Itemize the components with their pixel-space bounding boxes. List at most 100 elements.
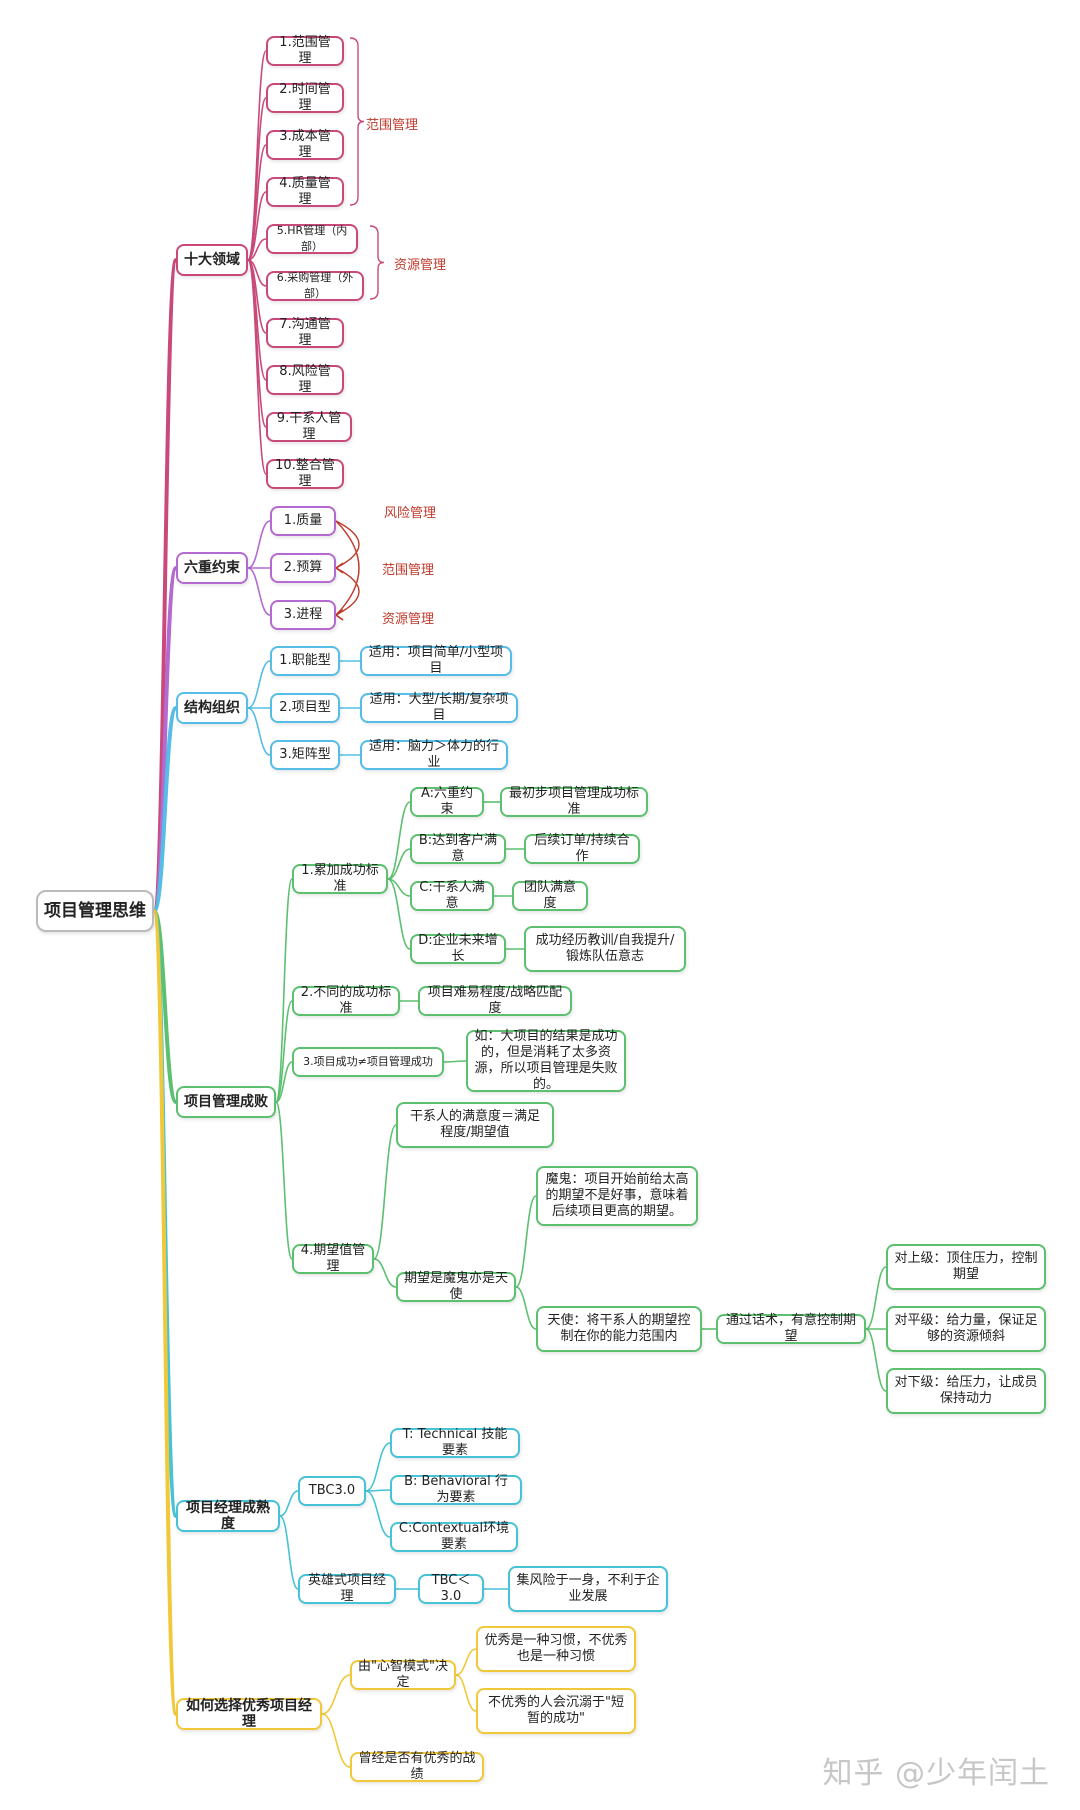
branch-select-pm[interactable]: 如何选择优秀项目经理 [176,1698,322,1730]
expectation-level[interactable]: 对下级：给压力，让成员保持动力 [886,1368,1046,1414]
connector [387,801,411,880]
project-vs-pm-success-note[interactable]: 如：大项目的结果是成功的，但是消耗了太多资源，所以项目管理是失败的。 [466,1029,626,1092]
connector [247,520,271,569]
track-record-node[interactable]: 曾经是否有优秀的战绩 [350,1751,484,1782]
area-item[interactable]: 6.采购管理（外部） [266,271,364,301]
project-vs-pm-success-node[interactable]: 3.项目成功≠项目管理成功 [292,1047,444,1077]
connector [279,1490,299,1517]
connector [152,258,178,913]
tbc-item[interactable]: B: Behavioral 行为要素 [390,1474,522,1505]
control-expectation-node[interactable]: 通过话术，有意控制期望 [716,1313,866,1344]
org-type[interactable]: 1.职能型 [270,646,340,676]
hero-note[interactable]: 集风险于一身，不利于企业发展 [508,1566,668,1612]
connector [247,259,267,381]
criteria-note[interactable]: 最初步项目管理成功标准 [500,786,648,817]
mindset-note[interactable]: 不优秀的人会沉溺于"短暂的成功" [476,1688,636,1734]
connector [152,909,178,1518]
criteria-sub[interactable]: C:干系人满意 [410,880,494,911]
hero-tbc-node[interactable]: TBC＜3.0 [418,1573,484,1604]
area-item[interactable]: 8.风险管理 [266,364,344,395]
criteria-note[interactable]: 后续订单/持续合作 [524,833,640,864]
branch-org-structure[interactable]: 结构组织 [176,692,248,724]
connector [152,706,178,913]
branch-success-failure[interactable]: 项目管理成败 [176,1086,276,1118]
connector [373,1124,397,1260]
expectation-level[interactable]: 对平级：给力量，保证足够的资源倾斜 [886,1306,1046,1352]
connector [247,259,267,475]
connector [247,50,267,261]
expectation-level[interactable]: 对上级：顶住压力，控制期望 [886,1244,1046,1290]
tbc-item[interactable]: C:Contextual环境要素 [390,1521,518,1552]
org-note[interactable]: 适用：脑力＞体力的行业 [360,739,508,770]
connector [443,1060,467,1063]
constraint-arrow [334,609,344,621]
connector [247,191,267,261]
area-item[interactable]: 10.整合管理 [266,458,344,489]
devil-note[interactable]: 魔鬼：项目开始前给太高的期望不是好事，意味着后续项目更高的期望。 [536,1166,698,1226]
constraint-item[interactable]: 1.质量 [270,506,336,536]
area-item[interactable]: 1.范围管理 [266,35,344,66]
constraint-item[interactable]: 3.进程 [270,600,336,630]
connector [321,1674,351,1715]
tbc-item[interactable]: T: Technical 技能要素 [390,1427,520,1458]
area-item[interactable]: 2.时间管理 [266,82,344,113]
satisfaction-formula[interactable]: 干系人的满意度＝满足程度/期望值 [396,1102,554,1148]
connector [387,878,411,950]
mindset-note[interactable]: 优秀是一种习惯，不优秀也是一种习惯 [476,1626,636,1672]
area-item[interactable]: 4.质量管理 [266,176,344,207]
angel-note[interactable]: 天使：将干系人的期望控制在你的能力范围内 [536,1306,702,1352]
branch-six-constraints[interactable]: 六重约束 [176,552,248,584]
connector [865,1266,887,1330]
branch-pm-maturity[interactable]: 项目经理成熟度 [176,1500,280,1532]
connector [365,1442,391,1492]
expectation-mgmt-node[interactable]: 4.期望值管理 [292,1243,374,1274]
area-item[interactable]: 9.干系人管理 [266,411,352,442]
criteria-sub[interactable]: D:企业未来增长 [410,933,506,964]
area-item[interactable]: 5.HR管理（内部） [266,224,358,254]
group-brace [349,37,365,206]
criteria-sub[interactable]: A:六重约束 [410,786,484,817]
group-label-resource: 资源管理 [394,258,447,273]
connector [247,259,267,334]
mindset-node[interactable]: 由"心智模式"决定 [350,1659,456,1690]
connector [247,144,267,261]
hero-pm-node[interactable]: 英雄式项目经理 [298,1573,396,1604]
connector [152,909,178,1716]
constraint-item[interactable]: 2.预算 [270,553,336,583]
org-type[interactable]: 3.矩阵型 [270,740,340,770]
constraint-arc [335,567,360,616]
constraint-tag-scope: 范围管理 [382,563,435,578]
criteria-note[interactable]: 团队满意度 [512,880,588,911]
org-note[interactable]: 适用：项目简单/小型项目 [360,645,512,676]
branch-ten-areas[interactable]: 十大领域 [176,244,248,276]
connector [865,1328,887,1392]
connector [365,1490,391,1538]
different-criteria-node[interactable]: 2.不同的成功标准 [292,985,400,1016]
constraint-tag-risk: 风险管理 [384,506,437,521]
different-criteria-note[interactable]: 项目难易程度/战略匹配度 [418,985,572,1016]
success-criteria-node[interactable]: 1.累加成功标准 [292,863,388,894]
connector [515,1286,537,1330]
connector [247,259,267,428]
group-brace [369,225,385,300]
expectation-devil-angel[interactable]: 期望是魔鬼亦是天使 [396,1271,516,1302]
area-item[interactable]: 3.成本管理 [266,129,344,160]
criteria-note[interactable]: 成功经历教训/自我提升/锻炼队伍意志 [524,926,686,972]
connector [152,909,178,1104]
connector [387,878,411,897]
connector [455,1674,477,1712]
connector [247,707,271,756]
connector [387,848,411,880]
root-node[interactable]: 项目管理思维 [36,890,154,932]
connector [321,1713,351,1768]
area-item[interactable]: 7.沟通管理 [266,317,344,348]
group-label-scope: 范围管理 [366,118,419,133]
connector [247,259,267,287]
constraint-arrow [334,609,344,621]
tbc-node[interactable]: TBC3.0 [298,1476,366,1506]
org-type[interactable]: 2.项目型 [270,693,340,723]
org-note[interactable]: 适用：大型/长期/复杂项目 [360,692,518,723]
criteria-sub[interactable]: B:达到客户满意 [410,833,506,864]
connector [247,238,267,261]
connector [275,1000,293,1103]
